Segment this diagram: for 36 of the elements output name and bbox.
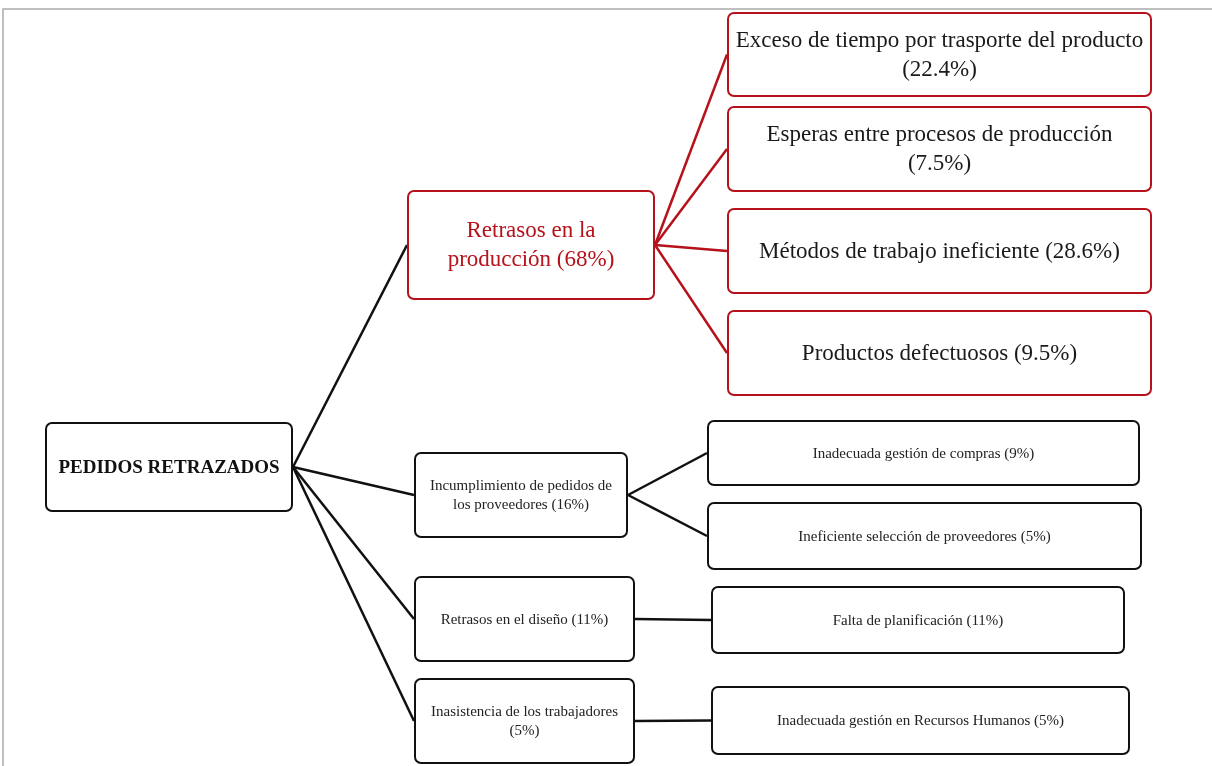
cause-text: Exceso de tiempo por trasporte del producto (22.4%) bbox=[735, 25, 1144, 83]
cause-box bbox=[414, 576, 635, 662]
cause-box bbox=[707, 420, 1140, 486]
connector-line bbox=[291, 244, 409, 468]
connector-line bbox=[635, 719, 711, 723]
cause-text: Inadecuada gestión de compras (9%) bbox=[812, 443, 1035, 463]
cause-text: Retrasos en la producción (68%) bbox=[446, 216, 616, 273]
connector-line bbox=[654, 243, 728, 253]
cause-box bbox=[727, 12, 1152, 97]
cause-text: Falta de planificación (11%) bbox=[832, 610, 1004, 630]
connector-line bbox=[292, 466, 415, 620]
cause-box bbox=[727, 208, 1152, 294]
cause-text: Inadecuada gestión en Recursos Humanos (5%) bbox=[777, 711, 1064, 730]
cause-text: Retrasos en el diseño (11%) bbox=[440, 609, 609, 629]
connector-line bbox=[653, 244, 729, 354]
cause-text: Ineficiente selección de proveedores (5%) bbox=[798, 526, 1051, 546]
cause-text: Incumplimiento de pedidos de los proveedores (16%) bbox=[428, 476, 613, 514]
cause-box bbox=[727, 106, 1152, 192]
cause-text: Inasistencia de los trabajadores (5%) bbox=[430, 702, 619, 740]
cause-box bbox=[711, 586, 1125, 654]
cause-text: Esperas entre procesos de producción (7.5%) bbox=[765, 120, 1114, 177]
connector-line bbox=[635, 617, 711, 622]
cause-box bbox=[414, 452, 628, 538]
cause-box bbox=[414, 678, 635, 764]
cause-box bbox=[711, 686, 1130, 755]
cause-box bbox=[707, 502, 1142, 570]
connector-line bbox=[627, 493, 708, 538]
connector-line bbox=[627, 451, 708, 497]
cause-box bbox=[727, 310, 1152, 396]
cause-box bbox=[45, 422, 293, 512]
cause-text: Métodos de trabajo ineficiente (28.6%) bbox=[759, 236, 1120, 265]
cause-text: Productos defectuosos (9.5%) bbox=[801, 338, 1078, 367]
cause-box bbox=[407, 190, 655, 300]
connector-line bbox=[292, 465, 415, 497]
connector-line bbox=[654, 148, 728, 246]
cause-text: PEDIDOS RETRAZADOS bbox=[58, 455, 280, 479]
